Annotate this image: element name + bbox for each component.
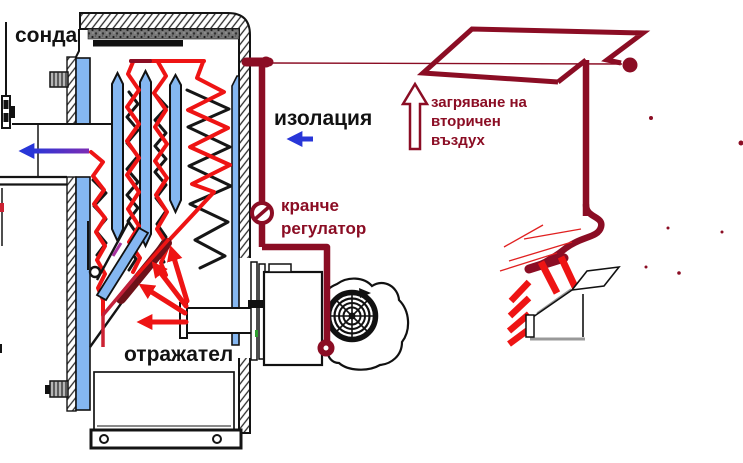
water-jacket-left-upper — [75, 57, 91, 125]
hook-end-bar — [524, 253, 569, 274]
green-mark — [255, 330, 258, 337]
label-probe: сонда — [15, 24, 78, 47]
flame-return-mid — [101, 274, 138, 317]
left-wall-lower — [66, 176, 77, 412]
burner-box-top-fitting — [268, 263, 292, 273]
water-plate — [111, 70, 124, 244]
damper-bar — [93, 40, 183, 47]
insulation-band — [87, 28, 240, 40]
flame-arrow — [151, 261, 189, 309]
air-heater-panel — [416, 26, 651, 85]
water-jacket-left-lower — [75, 176, 91, 411]
flue-duct — [0, 123, 115, 353]
label-insulation: изолация — [274, 107, 373, 130]
flame-arrow — [138, 283, 188, 316]
magenta-mark — [111, 242, 123, 257]
valve-slash — [252, 204, 272, 222]
label-secondary-air-line1: загряване на — [431, 94, 527, 111]
temperature-probe — [1, 22, 15, 129]
secondary-air-up-arrow — [400, 81, 430, 151]
boiler-body — [45, 12, 252, 450]
label-secondary-air-line2: вторичен — [431, 113, 501, 130]
fan-grille — [325, 289, 379, 343]
base-plate — [89, 428, 243, 450]
water-plate — [139, 68, 152, 249]
left-wall-upper — [66, 56, 77, 125]
ash-chamber — [93, 371, 235, 431]
water-jacket-right — [231, 75, 240, 346]
pipe-junction-dot — [260, 56, 272, 68]
air-hairlines — [499, 224, 582, 272]
reflector-zone — [87, 220, 172, 348]
baffle-diagonal — [95, 220, 131, 281]
label-valve-line2: регулатор — [281, 219, 367, 238]
bolt-hole — [212, 434, 222, 444]
flame-arrows — [136, 244, 190, 331]
burner-mount-bolt — [248, 300, 272, 308]
pipe-stub-lower — [45, 380, 69, 398]
air-jets — [537, 255, 580, 295]
ink-specks — [644, 116, 743, 275]
panel-corner-link — [556, 58, 588, 84]
fan-rotation-arrow-icon — [359, 288, 371, 298]
air-rays — [506, 279, 532, 347]
label-reflector: отражател — [124, 343, 234, 366]
flame-return-upper — [134, 237, 171, 278]
burner-nozzle — [179, 302, 254, 339]
sensor-line — [269, 62, 623, 65]
flame-arrow — [167, 244, 190, 304]
pipe-end-ring — [317, 339, 335, 357]
burner-mount-strip — [250, 261, 258, 361]
burner-inlet-hopper — [525, 265, 621, 341]
reflector-water-plate — [95, 226, 150, 302]
label-secondary-air-line3: въздух — [431, 132, 485, 149]
panel-end-dot — [622, 57, 638, 73]
pipe-stub-upper — [49, 71, 69, 88]
secondary-air-circuit — [269, 26, 743, 347]
water-plate — [169, 72, 182, 215]
label-valve-line1: кранче — [281, 196, 339, 215]
bolt-hole — [99, 434, 109, 444]
heat-exchanger-plates — [111, 68, 182, 249]
burner-box — [262, 270, 324, 367]
top-left-edge — [75, 29, 80, 58]
edge-red-tick — [0, 203, 4, 212]
air-supply-pipe — [241, 57, 331, 341]
